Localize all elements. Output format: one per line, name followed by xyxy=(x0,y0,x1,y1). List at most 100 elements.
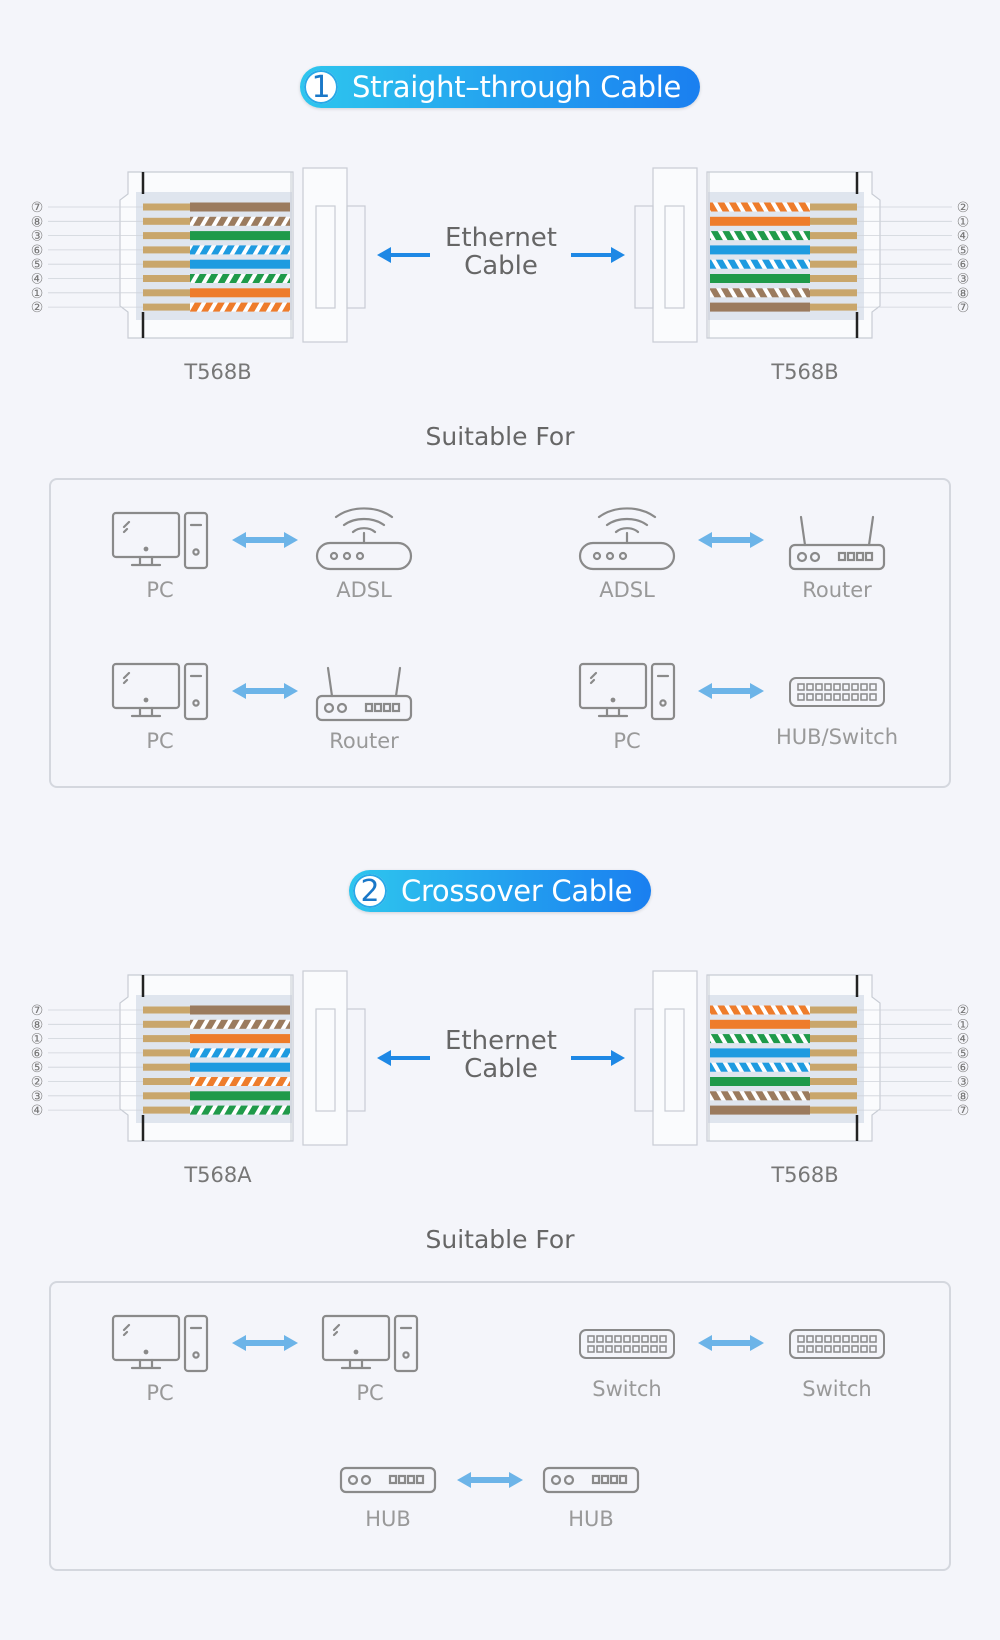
contact-panel xyxy=(136,192,292,320)
gold-contact xyxy=(810,217,857,225)
brown-wire xyxy=(710,1105,810,1115)
gold-contact xyxy=(810,246,857,254)
blue-white-wire xyxy=(190,245,290,255)
device-pc: PC xyxy=(60,661,260,753)
left-standard-label: T568A xyxy=(184,1163,252,1187)
gold-contact xyxy=(810,203,857,211)
green-wire xyxy=(190,1091,290,1101)
device-label: PC xyxy=(146,1381,174,1405)
pin-number-label: ③ xyxy=(31,229,44,245)
pc-icon xyxy=(111,662,209,721)
right-rj45-connector xyxy=(634,970,952,1146)
plug-latch xyxy=(302,970,348,1146)
pin-number-label: ④ xyxy=(957,229,970,245)
device-switch: Switch xyxy=(527,1327,727,1401)
gold-contact xyxy=(143,232,190,240)
gold-contact xyxy=(143,1092,190,1100)
blue-white-wire xyxy=(710,1062,810,1072)
gold-contact xyxy=(143,260,190,268)
pin-number-label: ④ xyxy=(957,1032,970,1048)
pin-number-label: ① xyxy=(31,286,44,302)
device-router: Router xyxy=(737,512,937,602)
latch-slot xyxy=(664,1008,685,1112)
pin-number-label: ② xyxy=(31,1075,44,1091)
plug-latch xyxy=(652,167,698,343)
gold-contact xyxy=(143,275,190,282)
device-label: PC xyxy=(146,729,174,753)
badge-title: Straight–through Cable xyxy=(352,70,682,104)
pin-number-label: ② xyxy=(957,1003,970,1019)
orange-wire xyxy=(710,216,810,226)
right-standard-label: T568B xyxy=(771,360,839,384)
device-adsl: ADSL xyxy=(264,503,464,602)
pin-number-label: ③ xyxy=(957,272,970,288)
device-label: HUB xyxy=(365,1507,411,1531)
device-router: Router xyxy=(264,663,464,753)
gold-contact xyxy=(143,1106,190,1114)
hub-icon xyxy=(542,1466,640,1494)
pin-number-label: ① xyxy=(957,1017,970,1033)
pin-number-label: ⑤ xyxy=(957,243,970,259)
pin-number-label: ④ xyxy=(31,1103,44,1119)
ethernet-cable-label: Ethernet Cable xyxy=(421,1027,581,1083)
orange-white-wire xyxy=(710,1005,810,1015)
brown-wire xyxy=(190,1005,290,1015)
device-label: HUB xyxy=(568,1507,614,1531)
blue-white-wire xyxy=(710,259,810,269)
latch-block xyxy=(634,1008,654,1112)
brown-white-wire xyxy=(710,1091,810,1101)
pin-number-label: ⑥ xyxy=(957,257,970,273)
latch-block xyxy=(634,205,654,309)
device-hub: HUB xyxy=(288,1465,488,1531)
blue-wire xyxy=(190,259,290,269)
plug-latch xyxy=(652,970,698,1146)
orange-wire xyxy=(190,1034,290,1044)
device-switch: Switch xyxy=(737,1327,937,1401)
gold-contact xyxy=(810,1049,857,1057)
device-label: Switch xyxy=(802,1377,872,1401)
brown-white-wire xyxy=(190,1019,290,1029)
pin-number-label: ① xyxy=(957,214,970,230)
device-label: ADSL xyxy=(599,578,655,602)
pin-number-label: ⑤ xyxy=(957,1046,970,1062)
gold-contact xyxy=(810,1106,857,1114)
pin-number-label: ② xyxy=(957,200,970,216)
pin-number-label: ① xyxy=(31,1032,44,1048)
device-label: PC xyxy=(356,1381,384,1405)
arrow-left-icon xyxy=(377,1050,430,1066)
device-adsl: ADSL xyxy=(527,503,727,602)
pin-number-label: ⑧ xyxy=(31,1017,44,1033)
device-hub-switch: HUB/Switch xyxy=(737,675,937,749)
green-wire xyxy=(190,231,290,241)
gold-contact xyxy=(810,1006,857,1014)
label-line: Ethernet xyxy=(445,1026,557,1056)
gold-contact xyxy=(810,289,857,297)
blue-wire xyxy=(710,245,810,255)
badge-title: Crossover Cable xyxy=(401,874,633,908)
device-pc: PC xyxy=(527,661,727,753)
right-standard-label: T568B xyxy=(771,1163,839,1187)
switch-icon xyxy=(789,1329,885,1359)
pin-number-label: ⑦ xyxy=(31,200,44,216)
orange-white-wire xyxy=(190,302,290,312)
gold-contact xyxy=(143,217,190,225)
brown-white-wire xyxy=(710,288,810,298)
gold-contact xyxy=(810,1092,857,1100)
pin-number-label: ② xyxy=(31,300,44,316)
pin-number-label: ⑧ xyxy=(31,214,44,230)
device-pc: PC xyxy=(60,1313,260,1405)
gold-contact xyxy=(143,289,190,297)
label-line: Ethernet xyxy=(445,223,557,253)
green-white-wire xyxy=(710,1034,810,1044)
arrow-left-icon xyxy=(377,247,430,263)
device-pc: PC xyxy=(60,510,260,602)
device-label: PC xyxy=(613,729,641,753)
gold-contact xyxy=(143,1078,190,1085)
pc-icon xyxy=(111,511,209,570)
orange-wire xyxy=(190,288,290,298)
contact-panel xyxy=(708,995,864,1123)
label-line: Cable xyxy=(464,251,538,281)
green-white-wire xyxy=(710,231,810,241)
brown-white-wire xyxy=(190,216,290,226)
